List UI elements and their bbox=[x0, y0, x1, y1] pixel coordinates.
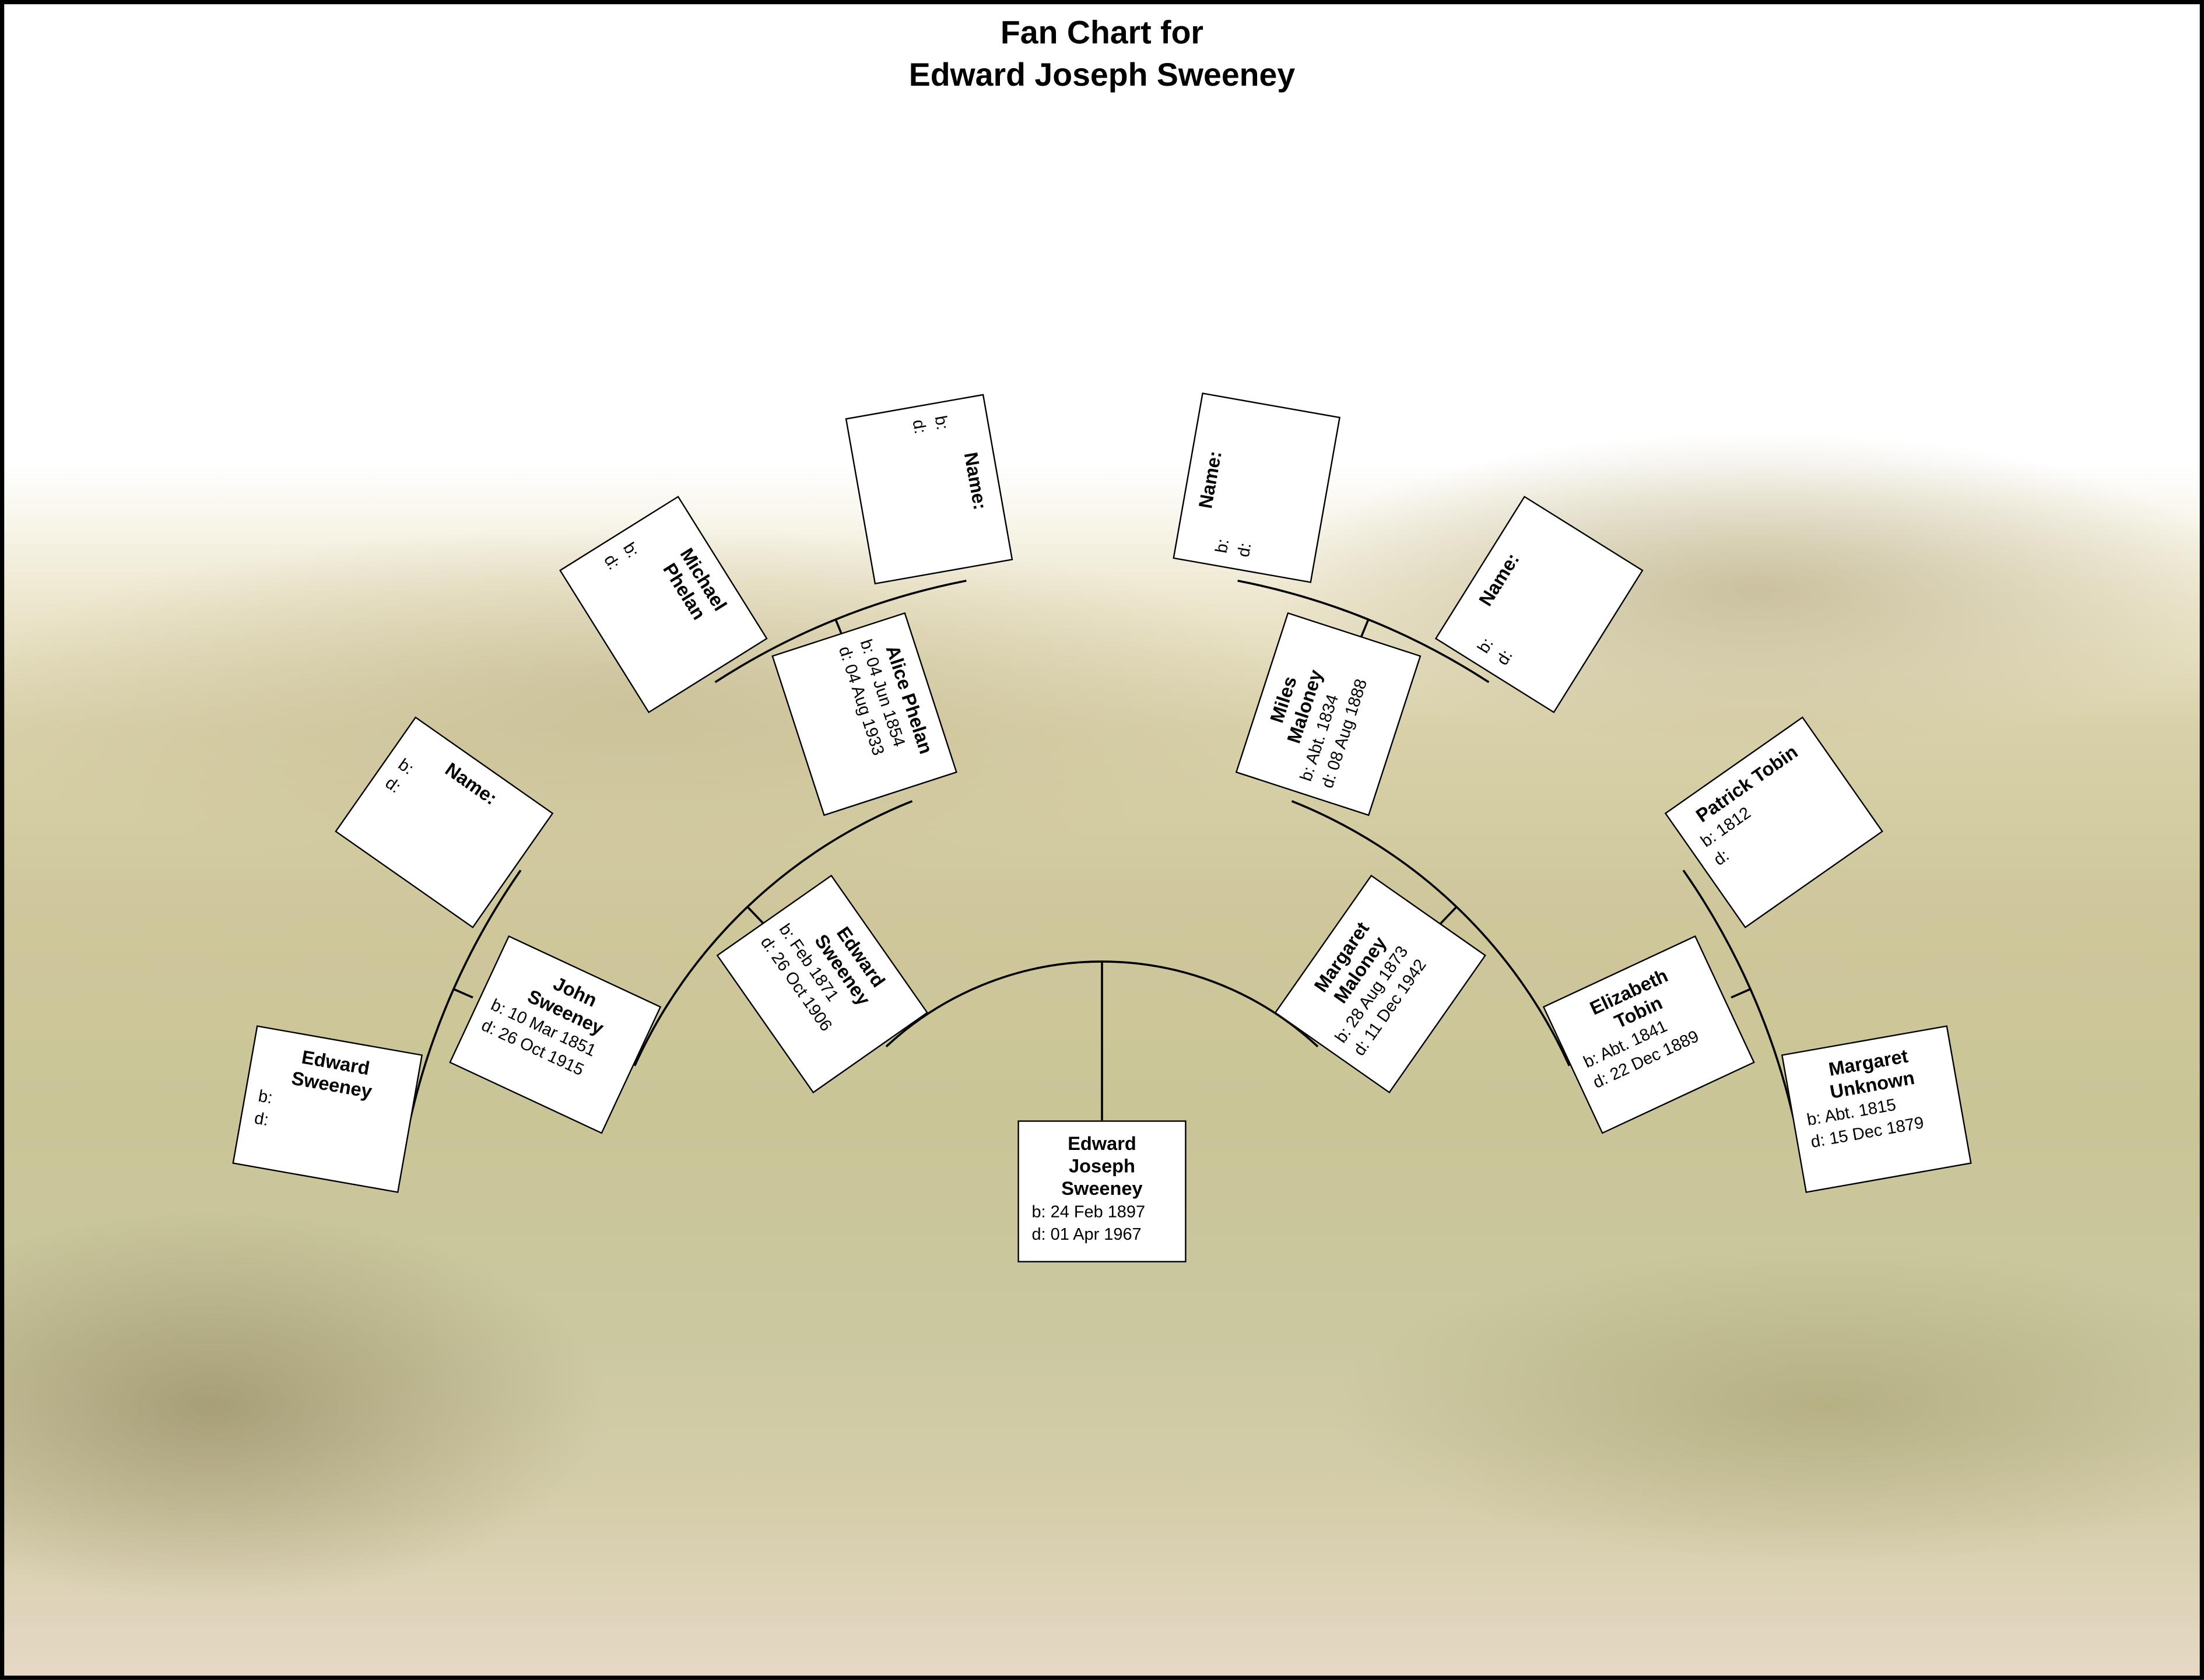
birth-date: b: 24 Feb 1897 bbox=[1031, 1202, 1146, 1222]
paternal-arc bbox=[633, 800, 913, 1067]
person-box-great-grandparent-4[interactable]: Name: b: d: bbox=[845, 394, 1013, 585]
sweeney-arc-tick bbox=[452, 988, 473, 999]
maternal-arc bbox=[1291, 800, 1571, 1067]
chart-title-line2: Edward Joseph Sweeney bbox=[908, 56, 1296, 93]
tobin-arc-tick bbox=[1731, 988, 1752, 999]
phelan-arc bbox=[714, 580, 967, 683]
paternal-arc-tick bbox=[746, 906, 765, 925]
person-box-great-grandparent-8[interactable]: Margaret Unknown b: Abt. 1815 d: 15 Dec … bbox=[1781, 1025, 1972, 1193]
maternal-arc-tick bbox=[1439, 906, 1458, 925]
chart-title-line1: Fan Chart for bbox=[1000, 14, 1204, 51]
person-box-great-grandparent-1[interactable]: Edward Sweeney b: d: bbox=[232, 1025, 423, 1193]
person-name: Edward Joseph Sweeney bbox=[1061, 1133, 1143, 1200]
person-box-great-grandparent-5[interactable]: Name: b: d: bbox=[1173, 392, 1340, 583]
parents-arc bbox=[885, 960, 1319, 1048]
person-box-root[interactable]: Edward Joseph Sweeney b: 24 Feb 1897 d: … bbox=[1017, 1120, 1187, 1262]
maloney-arc bbox=[1237, 580, 1490, 683]
death-date: d: 01 Apr 1967 bbox=[1031, 1224, 1142, 1244]
